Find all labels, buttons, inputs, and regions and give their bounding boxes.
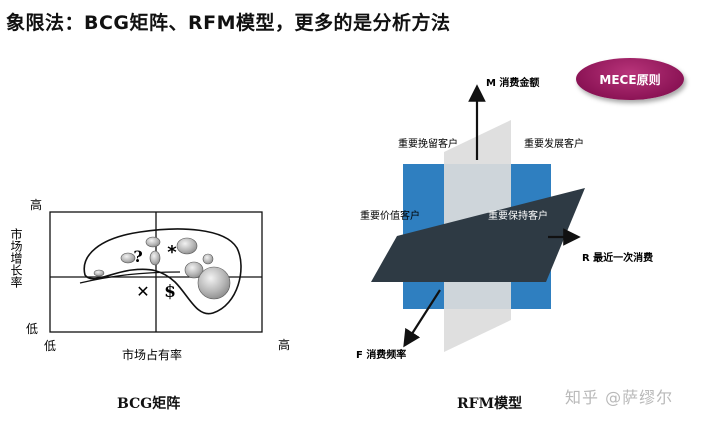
bcg-star-symbol: *: [167, 242, 177, 263]
rfm-model: M 消费金额 R 最近一次消费 F 消费频率 重要挽留客户 重要发展客户 重要价…: [356, 76, 653, 361]
bcg-dollar-symbol: $: [164, 282, 176, 302]
rfm-quadrant-label: 重要保持客户: [488, 209, 548, 222]
bcg-cross-symbol: ✕: [136, 282, 149, 301]
rfm-dark-plane: [371, 188, 585, 282]
rfm-quadrant-label: 重要挽留客户: [398, 137, 458, 150]
bcg-x-high-label: 高: [278, 337, 290, 352]
rfm-f-axis-label: F 消费频率: [356, 348, 406, 361]
bcg-y-low-label: 低: [26, 322, 38, 336]
bcg-bubble: [197, 266, 231, 300]
bcg-bubble: [202, 253, 214, 265]
rfm-caption: RFM模型: [457, 396, 523, 412]
bcg-x-axis-label: 市场占有率: [122, 347, 182, 362]
watermark: 知乎 @萨缪尔: [565, 388, 674, 407]
rfm-m-axis-label: M 消费金额: [486, 76, 539, 89]
bcg-bubble: [184, 261, 204, 279]
bcg-question-mark: ?: [133, 247, 142, 266]
rfm-quadrant-label: 重要价值客户: [360, 209, 420, 222]
bcg-bubble: [149, 250, 161, 266]
rfm-f-axis-arrow: [403, 289, 441, 348]
bcg-tail-line: [79, 271, 181, 284]
page-title: 象限法：BCG矩阵、RFM模型，更多的是分析方法: [6, 12, 451, 34]
bcg-y-axis-label: 市场增长率: [9, 227, 23, 288]
rfm-quadrant-label: 重要发展客户: [524, 137, 584, 150]
mece-badge: MECE原则: [576, 58, 684, 100]
bcg-caption: BCG矩阵: [117, 396, 181, 412]
bcg-bubble: [120, 252, 136, 264]
bcg-bubble: [93, 269, 105, 277]
bcg-matrix: ? * ✕ $ 高 低 低 高 市场占有率 市场增长率: [9, 197, 290, 362]
bcg-blob-outline: [83, 228, 242, 315]
bcg-y-high-label: 高: [30, 197, 42, 212]
bcg-x-low-label: 低: [44, 339, 56, 353]
bcg-bubble: [145, 236, 161, 248]
bcg-bubble: [176, 237, 198, 255]
rfm-r-axis-label: R 最近一次消费: [582, 251, 653, 264]
